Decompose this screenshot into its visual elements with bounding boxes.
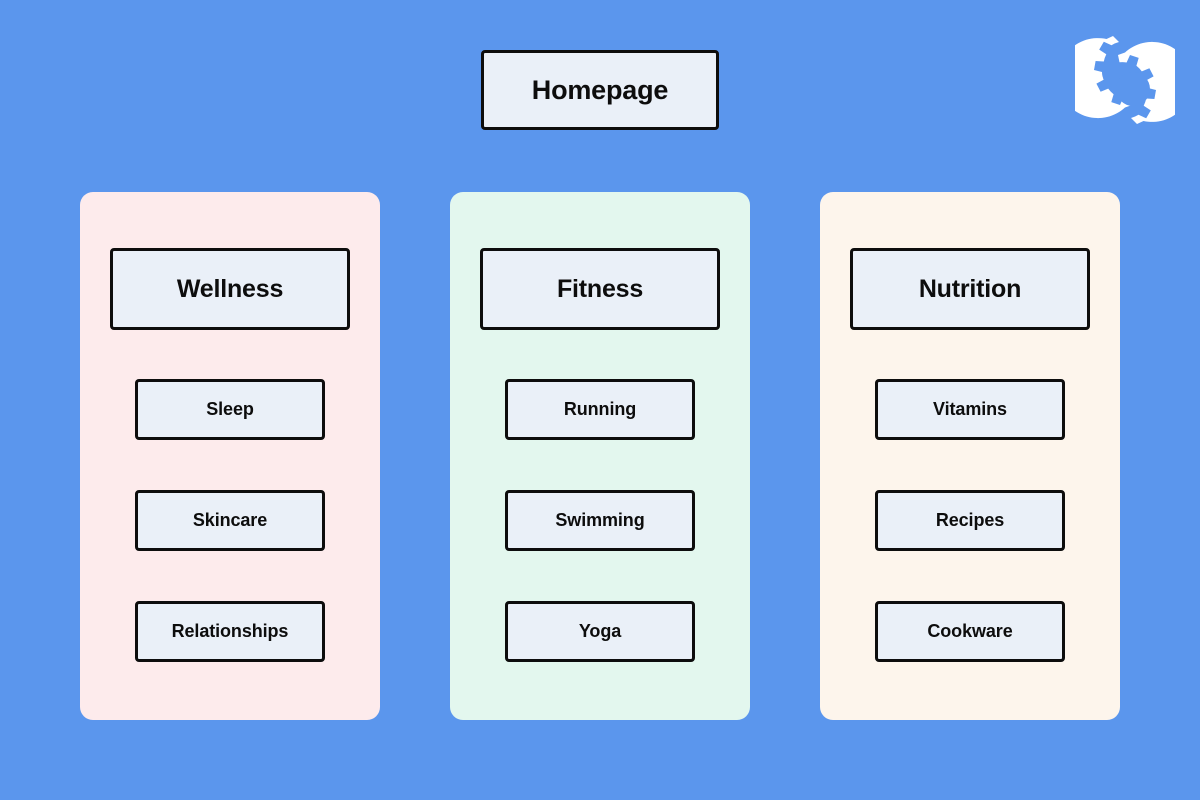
child-node-yoga[interactable]: Yoga: [505, 601, 695, 662]
child-label: Vitamins: [933, 399, 1007, 419]
child-label: Yoga: [578, 621, 622, 641]
category-column-fitness: Fitness Running Swimming Yoga: [450, 192, 750, 720]
child-label: Recipes: [935, 510, 1005, 530]
interlocking-gears-icon: [1075, 36, 1175, 124]
root-node-homepage[interactable]: Homepage: [481, 50, 719, 130]
child-list-wellness: Sleep Skincare Relationships: [135, 379, 325, 662]
category-column-nutrition: Nutrition Vitamins Recipes Cookware: [820, 192, 1120, 720]
root-node-label: Homepage: [531, 74, 669, 105]
child-node-relationships[interactable]: Relationships: [135, 601, 325, 662]
child-node-running[interactable]: Running: [505, 379, 695, 440]
child-label: Cookware: [927, 621, 1013, 641]
child-list-nutrition: Vitamins Recipes Cookware: [875, 379, 1065, 662]
child-label: Swimming: [555, 510, 645, 530]
category-node-wellness[interactable]: Wellness: [110, 248, 350, 330]
child-node-sleep[interactable]: Sleep: [135, 379, 325, 440]
child-node-skincare[interactable]: Skincare: [135, 490, 325, 551]
child-node-cookware[interactable]: Cookware: [875, 601, 1065, 662]
child-list-fitness: Running Swimming Yoga: [505, 379, 695, 662]
category-label: Fitness: [556, 274, 644, 303]
child-node-vitamins[interactable]: Vitamins: [875, 379, 1065, 440]
brand-logo: [1075, 30, 1175, 130]
child-label: Relationships: [171, 621, 289, 641]
category-label: Wellness: [176, 274, 284, 303]
category-label: Nutrition: [918, 274, 1022, 303]
child-node-swimming[interactable]: Swimming: [505, 490, 695, 551]
category-node-fitness[interactable]: Fitness: [480, 248, 720, 330]
category-node-nutrition[interactable]: Nutrition: [850, 248, 1090, 330]
child-node-recipes[interactable]: Recipes: [875, 490, 1065, 551]
child-label: Sleep: [206, 399, 254, 419]
child-label: Running: [563, 399, 637, 419]
category-column-wellness: Wellness Sleep Skincare Relationships: [80, 192, 380, 720]
category-columns: Wellness Sleep Skincare Relationships Fi…: [80, 192, 1120, 720]
child-label: Skincare: [192, 510, 268, 530]
